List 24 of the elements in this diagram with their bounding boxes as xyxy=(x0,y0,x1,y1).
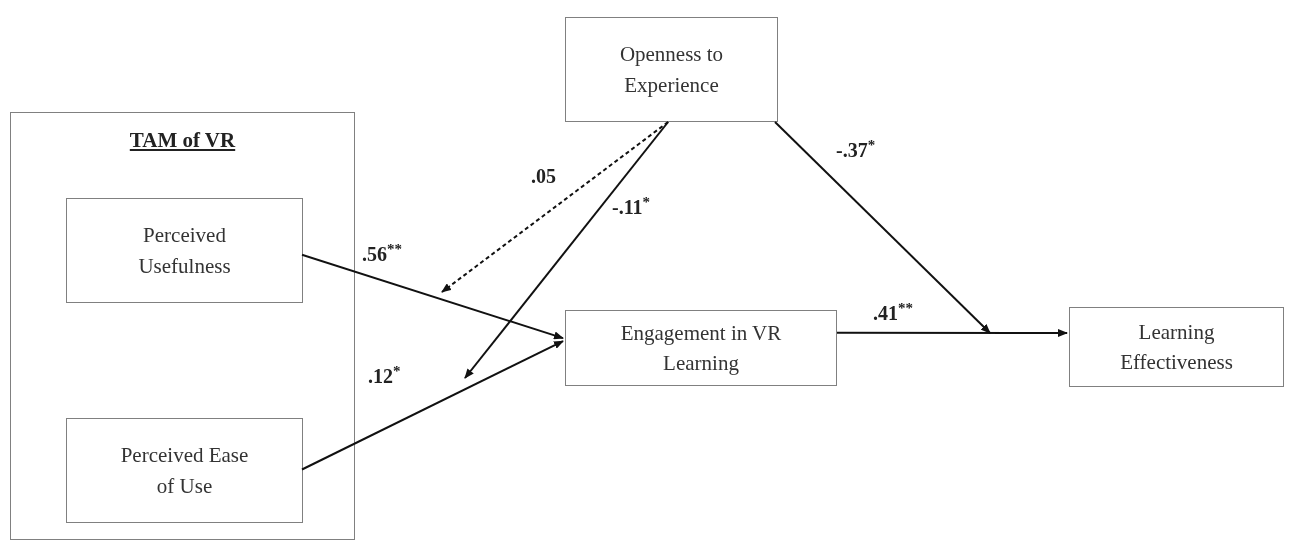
dashed-arrow xyxy=(441,121,670,293)
arrow xyxy=(301,253,564,340)
arrow xyxy=(464,121,670,379)
variable-box xyxy=(1069,307,1284,387)
arrow xyxy=(836,329,1068,337)
variable-label: Openness to Experience xyxy=(618,41,725,99)
path-coefficient: .12$^{*}$ xyxy=(368,366,401,386)
variable-box xyxy=(66,198,303,303)
variable-label: Perceived Usefulness xyxy=(137,222,232,280)
variable-box xyxy=(565,310,837,386)
variable-label: Learning Effectiveness xyxy=(1119,318,1234,376)
group-box xyxy=(10,112,355,540)
arrow xyxy=(774,121,991,334)
path-coefficient: -.37$^{*}$ xyxy=(836,140,876,160)
group-heading: TAM of VR xyxy=(128,127,237,154)
path-coefficient: .05 xyxy=(531,166,556,186)
path-coefficient: .41$^{**}$ xyxy=(873,303,913,323)
variable-box xyxy=(565,17,778,122)
variable-box xyxy=(66,418,303,523)
path-coefficient: .56$^{**}$ xyxy=(362,244,402,264)
variable-label: Perceived Ease of Use xyxy=(119,442,250,500)
arrow xyxy=(301,340,564,471)
variable-label: Engagement in VR Learning xyxy=(619,319,783,377)
path-coefficient: -.11$^{*}$ xyxy=(612,197,651,217)
